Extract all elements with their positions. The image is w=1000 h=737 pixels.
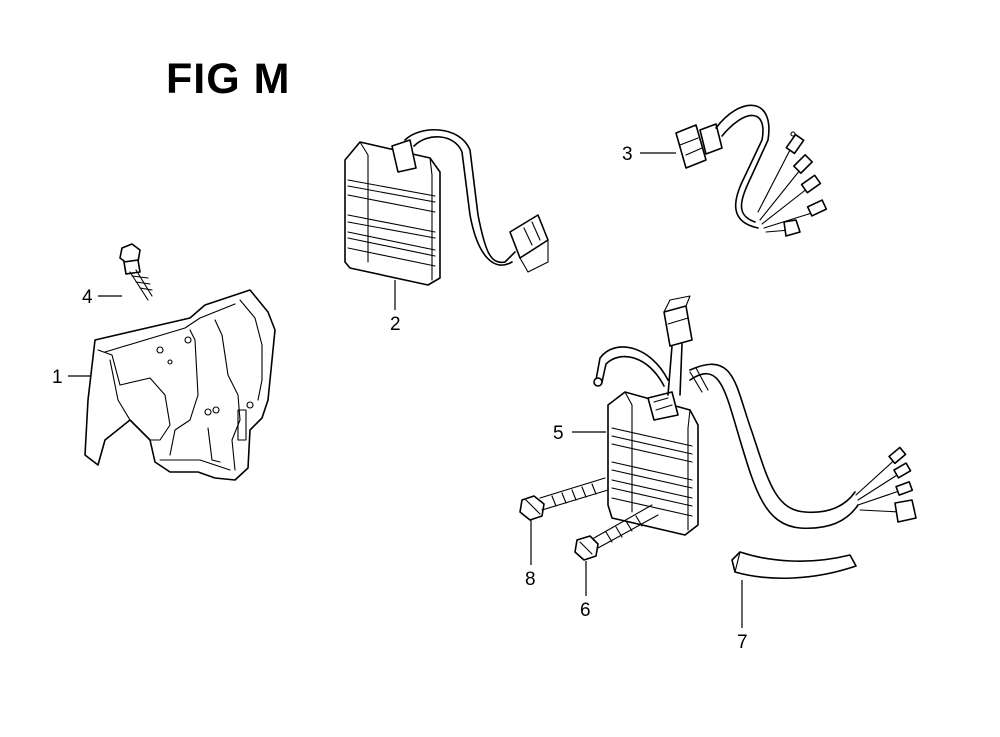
part-7-tube [731, 551, 857, 580]
part-5-regulator [593, 295, 917, 536]
callout-8: 8 [525, 569, 536, 590]
callout-7: 7 [737, 632, 748, 653]
part-2-regulator [344, 129, 549, 286]
part-3-harness [675, 104, 828, 237]
leader-lines [68, 152, 743, 628]
part-8-bolt [519, 477, 609, 521]
callout-1: 1 [52, 367, 63, 388]
part-6-bolt [574, 504, 659, 561]
callout-3: 3 [622, 144, 633, 165]
callout-2: 2 [390, 314, 401, 335]
part-1-cover [84, 289, 276, 481]
callout-5: 5 [553, 423, 564, 444]
part-4-bolt [119, 243, 153, 301]
figure-title: FIG M [166, 55, 291, 103]
callout-4: 4 [82, 287, 93, 308]
callout-6: 6 [580, 600, 591, 621]
